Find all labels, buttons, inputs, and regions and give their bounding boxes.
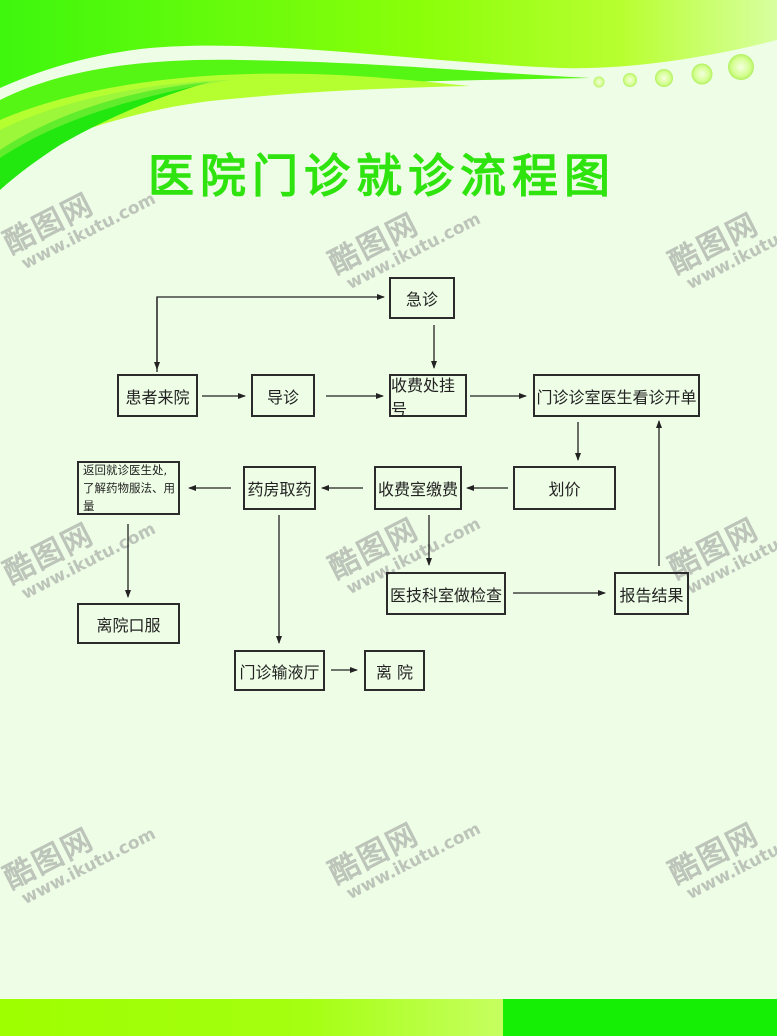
node-exam: 医技科室做检查 [386,572,506,615]
node-payment: 收费室缴费 [374,466,462,510]
node-report: 报告结果 [614,572,689,615]
node-label: 患者来院 [125,387,190,407]
node-pricing: 划价 [513,466,616,510]
node-return-doctor: 返回就诊医生处, 了解药物服法、用量 [77,461,180,515]
node-label: 离院口服 [96,615,161,635]
node-label: 门诊输液厅 [239,662,320,682]
node-leave: 离 院 [364,650,425,691]
node-label: 药房取药 [247,480,312,499]
footer-band-left [0,999,503,1036]
footer-band-right [503,999,777,1036]
node-register: 收费处挂号 [389,374,467,419]
node-patient-arrive: 患者来院 [117,374,198,417]
node-label: 收费室缴费 [377,480,458,499]
node-emergency: 急诊 [389,277,455,319]
node-label: 急诊 [405,290,438,309]
node-label-line2: 了解药物服法、用量 [83,481,175,513]
node-consult: 门诊诊室医生看诊开单 [533,374,700,417]
page-title: 医院门诊就诊流程图 [148,149,616,203]
node-leave-oral: 离院口服 [77,603,180,644]
node-label: 离 院 [375,662,414,682]
node-label-line1: 返回就诊医生处, [83,463,168,477]
node-label: 划价 [548,480,581,499]
node-label: 医技科室做检查 [389,585,502,605]
node-label: 门诊诊室医生看诊开单 [536,387,697,407]
node-label: 导诊 [266,387,299,407]
node-pharmacy: 药房取药 [243,466,316,510]
node-guide: 导诊 [251,374,315,417]
node-label: 报告结果 [619,585,684,605]
node-label: 收费处挂号 [391,375,456,419]
node-infusion: 门诊输液厅 [234,650,325,691]
